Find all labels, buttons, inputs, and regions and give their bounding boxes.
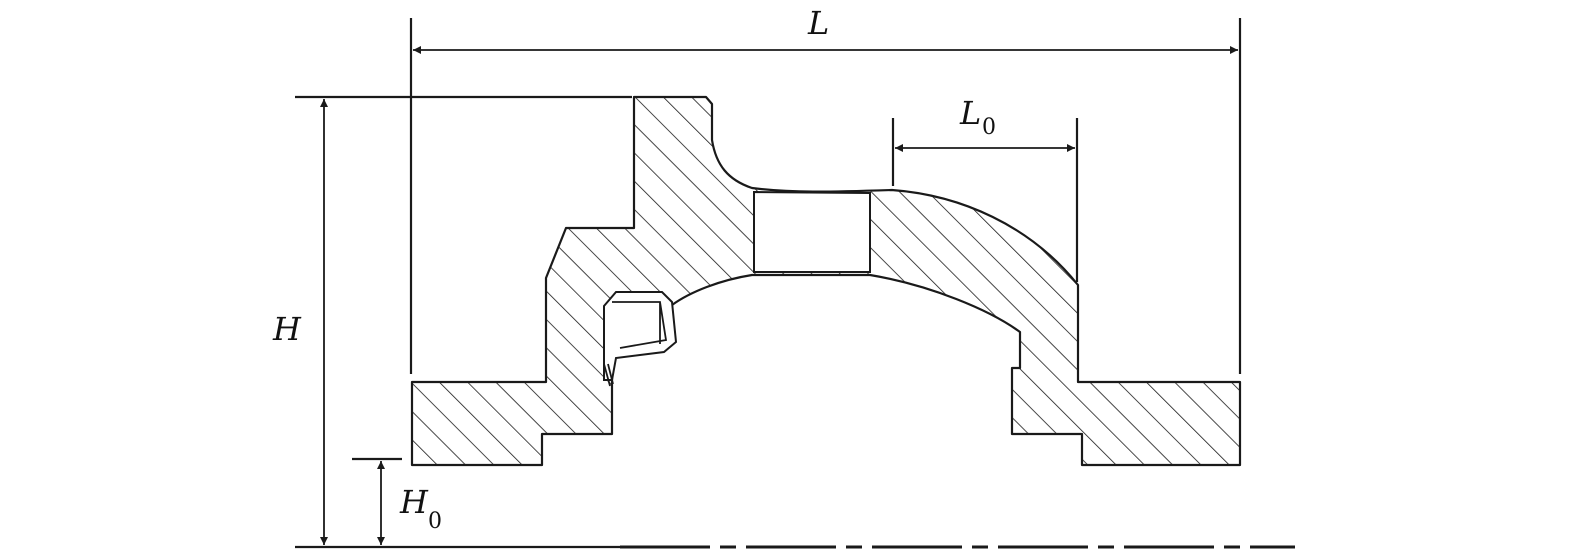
center-bore	[753, 190, 871, 273]
label-sub-height: H	[399, 483, 429, 521]
insert-detail-inner	[612, 301, 668, 349]
label-sub-length-index: 0	[982, 115, 996, 140]
insert-detail-tip	[603, 363, 614, 387]
label-sub-length: L	[959, 94, 981, 132]
label-sub-height-index: 0	[428, 509, 442, 534]
part-section	[410, 95, 1242, 467]
label-overall-length: L	[807, 4, 829, 42]
label-height: H	[272, 310, 302, 348]
